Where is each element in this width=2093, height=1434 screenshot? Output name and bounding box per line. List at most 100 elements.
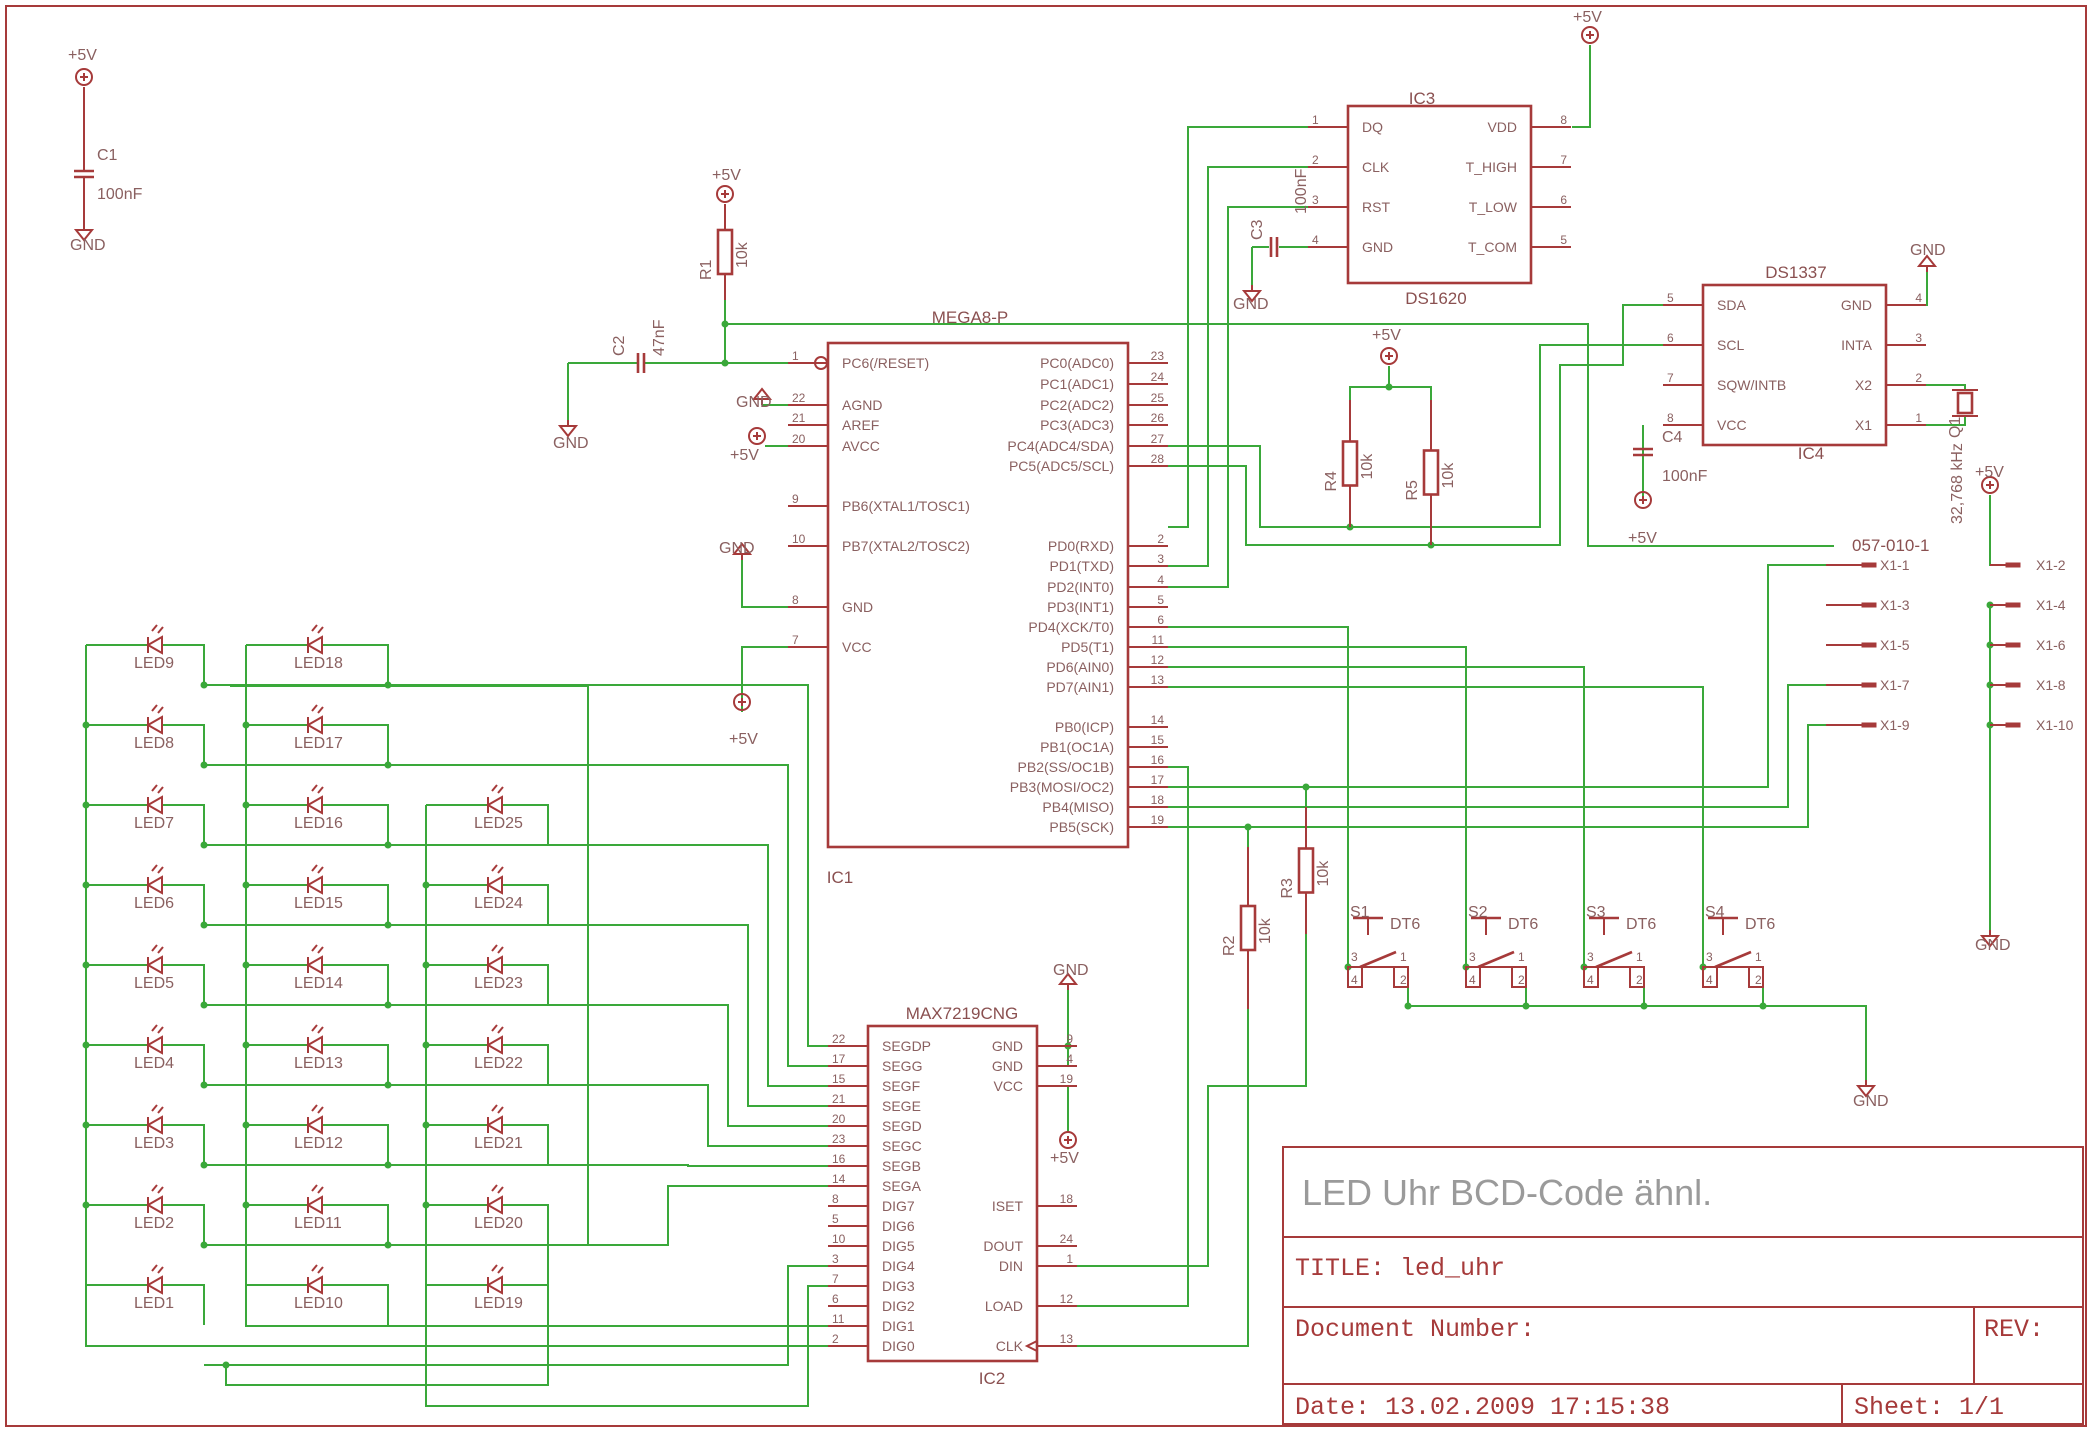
switch-name: S4: [1705, 904, 1725, 921]
ic4-pin-name: X2: [1855, 377, 1872, 393]
led-light-arrow: [157, 866, 164, 874]
vcc-conn-symbol: [1981, 476, 1999, 494]
switch-pin-number: 1: [1400, 950, 1407, 964]
wire: [1989, 495, 2006, 566]
ic2-pin-number: 1: [1066, 1252, 1073, 1266]
led-light-arrow: [151, 1024, 158, 1032]
led-light-arrow: [497, 1266, 504, 1274]
led-label: LED16: [294, 815, 343, 832]
led-light-arrow: [491, 944, 498, 952]
ic1-pin-name: PD6(AIN0): [1046, 659, 1114, 675]
led-light-arrow: [317, 1106, 324, 1114]
ic2-pin-name: SEGD: [882, 1118, 922, 1134]
reset-bubble: [814, 356, 828, 370]
ic2-pin-name: VCC: [993, 1078, 1023, 1094]
wire: [322, 804, 389, 845]
switch-pin-number: 4: [1469, 973, 1476, 987]
resistor-value: 10k: [1359, 453, 1376, 480]
wire-junction: [242, 1041, 250, 1049]
ic3-pin-number: 7: [1560, 153, 1567, 167]
wire-junction: [422, 1201, 430, 1209]
ic2-pin-number: 4: [1066, 1052, 1073, 1066]
crystal-body: [1956, 391, 1974, 415]
ic2-pin-number: 23: [832, 1132, 846, 1146]
led-light-arrow: [151, 624, 158, 632]
ic1-pin-number: 4: [1157, 573, 1164, 587]
gnd-switches-symbol: [1855, 1085, 1877, 1098]
resistor-body: [1422, 449, 1440, 496]
connector-pin-label: X1-2: [2036, 557, 2066, 573]
led-light-arrow: [157, 946, 164, 954]
led-symbol: [145, 1275, 163, 1295]
switch-pad: [1583, 966, 1599, 988]
capacitor-value: 100nF: [1662, 468, 1708, 485]
led-light-arrow: [497, 1106, 504, 1114]
wire: [1168, 126, 1308, 528]
wire: [1168, 564, 1826, 788]
led-label: LED18: [294, 655, 343, 672]
switch-name: S1: [1350, 904, 1370, 921]
ic4-pin-name: INTA: [1841, 337, 1873, 353]
resistor-name: R2: [1221, 935, 1238, 956]
wire: [225, 1245, 549, 1386]
ic2-pin-name: SEGB: [882, 1158, 921, 1174]
ic2-pin-name: DIG1: [882, 1318, 915, 1334]
led-light-arrow: [157, 1026, 164, 1034]
ic4-pin-name: SCL: [1717, 337, 1744, 353]
wire: [230, 685, 589, 1246]
ic4-pin-number: 3: [1915, 331, 1922, 345]
wire: [204, 764, 828, 1067]
led-symbol: [305, 635, 323, 655]
led-light-arrow: [317, 1026, 324, 1034]
led-symbol: [485, 1115, 503, 1135]
switch-lever: [1595, 950, 1633, 969]
led-light-arrow: [311, 624, 318, 632]
led-light-arrow: [491, 1024, 498, 1032]
led-light-arrow: [491, 1184, 498, 1192]
ic1-pin-name: PC2(ADC2): [1040, 397, 1114, 413]
led-symbol: [485, 1195, 503, 1215]
ic4-pin-number: 6: [1667, 331, 1674, 345]
gnd-ic2-label: GND: [1053, 962, 1089, 979]
wire: [245, 1285, 828, 1327]
connector-pin-contact: [1861, 722, 1877, 728]
wire: [1077, 766, 1189, 1307]
wire: [502, 1204, 549, 1245]
wire-junction: [242, 801, 250, 809]
ic1-pin-number: 6: [1157, 613, 1164, 627]
ic2-pin-name: DIG7: [882, 1198, 915, 1214]
resistor-body: [1297, 847, 1315, 894]
ic1-pin-number: 19: [1151, 813, 1165, 827]
led-symbol: [145, 635, 163, 655]
ic2-pin-name: GND: [992, 1038, 1023, 1054]
wire-junction: [200, 761, 208, 769]
led-symbol: [305, 955, 323, 975]
ic1-pin-number: 22: [792, 391, 806, 405]
wire: [204, 924, 828, 1107]
led-label: LED12: [294, 1135, 343, 1152]
ic4-pin-number: 1: [1915, 411, 1922, 425]
resistor-name: R4: [1323, 471, 1340, 492]
switch-name: S3: [1586, 904, 1606, 921]
vcc-ic2-symbol: [1059, 1131, 1077, 1149]
ic2-pin-name: CLK: [996, 1338, 1024, 1354]
connector-pin-label: X1-5: [1880, 637, 1910, 653]
ic1-pin-name: PB3(MOSI/OC2): [1010, 779, 1114, 795]
wire: [502, 1124, 549, 1165]
wire-junction: [82, 881, 90, 889]
ic3-pin-name: VDD: [1487, 119, 1517, 135]
ic3-pin-number: 6: [1560, 193, 1567, 207]
connector-pin-label: X1-6: [2036, 637, 2066, 653]
wire: [162, 804, 205, 845]
ic1-ref: IC1: [827, 868, 853, 887]
ic1-pin-name: PB5(SCK): [1049, 819, 1114, 835]
connector-pin-label: X1-3: [1880, 597, 1910, 613]
led-light-arrow: [151, 1184, 158, 1192]
wire: [502, 964, 549, 1005]
wire-junction: [242, 1201, 250, 1209]
wire: [204, 844, 828, 1087]
ic1-pin-number: 10: [792, 532, 806, 546]
ic1-pin-number: 26: [1151, 411, 1165, 425]
wire-junction: [384, 1081, 392, 1089]
ic2-ref: IC2: [979, 1369, 1005, 1388]
